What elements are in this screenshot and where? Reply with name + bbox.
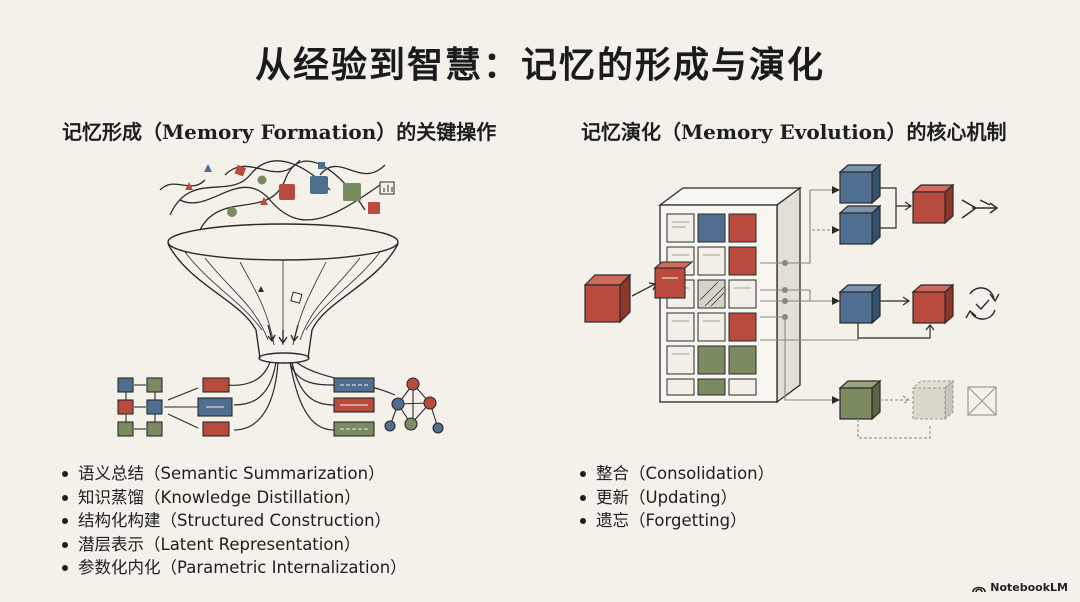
list-item: 参数化内化（Parametric Internalization） bbox=[60, 556, 407, 580]
consolidation-arrows bbox=[880, 187, 913, 229]
input-scribble bbox=[169, 160, 331, 216]
list-item: 更新（Updating） bbox=[578, 486, 774, 510]
updating-arrows bbox=[857, 296, 935, 339]
input-scribble bbox=[224, 159, 301, 176]
formation-operations-list: 语义总结（Semantic Summarization） 知识蒸馏（Knowle… bbox=[60, 462, 407, 580]
active-drawer bbox=[653, 261, 694, 299]
notebooklm-logo-icon bbox=[972, 586, 987, 592]
evolution-mechanisms-list: 整合（Consolidation） 更新（Updating） 遗忘（Forget… bbox=[578, 462, 774, 533]
refresh-icon bbox=[965, 287, 1000, 320]
knowledge-graph bbox=[384, 377, 444, 434]
list-item: 语义总结（Semantic Summarization） bbox=[60, 462, 407, 486]
updating-cubes bbox=[838, 283, 955, 325]
structured-nodes-left bbox=[117, 377, 233, 437]
list-item: 知识蒸馏（Knowledge Distillation） bbox=[60, 486, 407, 510]
list-item: 结构化构建（Structured Construction） bbox=[60, 509, 407, 533]
forgetting-arrows bbox=[857, 395, 931, 439]
deleted-icon bbox=[967, 386, 997, 416]
memory-cells bbox=[666, 213, 757, 396]
list-item: 整合（Consolidation） bbox=[578, 462, 774, 486]
consolidation-cubes bbox=[838, 163, 955, 246]
forgetting-cube bbox=[838, 379, 882, 421]
input-scribble bbox=[199, 160, 366, 231]
input-scribble bbox=[319, 164, 386, 176]
page-title: 从经验到智慧：记忆的形成与演化 bbox=[254, 44, 825, 86]
list-item: 遗忘（Forgetting） bbox=[578, 509, 774, 533]
brand-watermark: NotebookLM bbox=[972, 581, 1068, 594]
summary-blocks bbox=[333, 377, 375, 437]
brand-label: NotebookLM bbox=[990, 581, 1068, 594]
funnel bbox=[167, 223, 399, 364]
merge-output-icon bbox=[961, 199, 999, 219]
connector-dots bbox=[782, 260, 788, 320]
incoming-memory-cube bbox=[583, 273, 632, 324]
fading-cube bbox=[911, 379, 955, 421]
evolution-connectors bbox=[760, 189, 859, 401]
list-item: 潜层表示（Latent Representation） bbox=[60, 533, 407, 557]
memory-evolution-heading: 记忆演化（Memory Evolution）的核心机制 bbox=[581, 120, 1007, 144]
memory-formation-heading: 记忆形成（Memory Formation）的关键操作 bbox=[62, 120, 497, 144]
input-scribble bbox=[179, 184, 381, 221]
input-scribble bbox=[159, 179, 206, 191]
connector-arrowheads bbox=[832, 186, 840, 404]
